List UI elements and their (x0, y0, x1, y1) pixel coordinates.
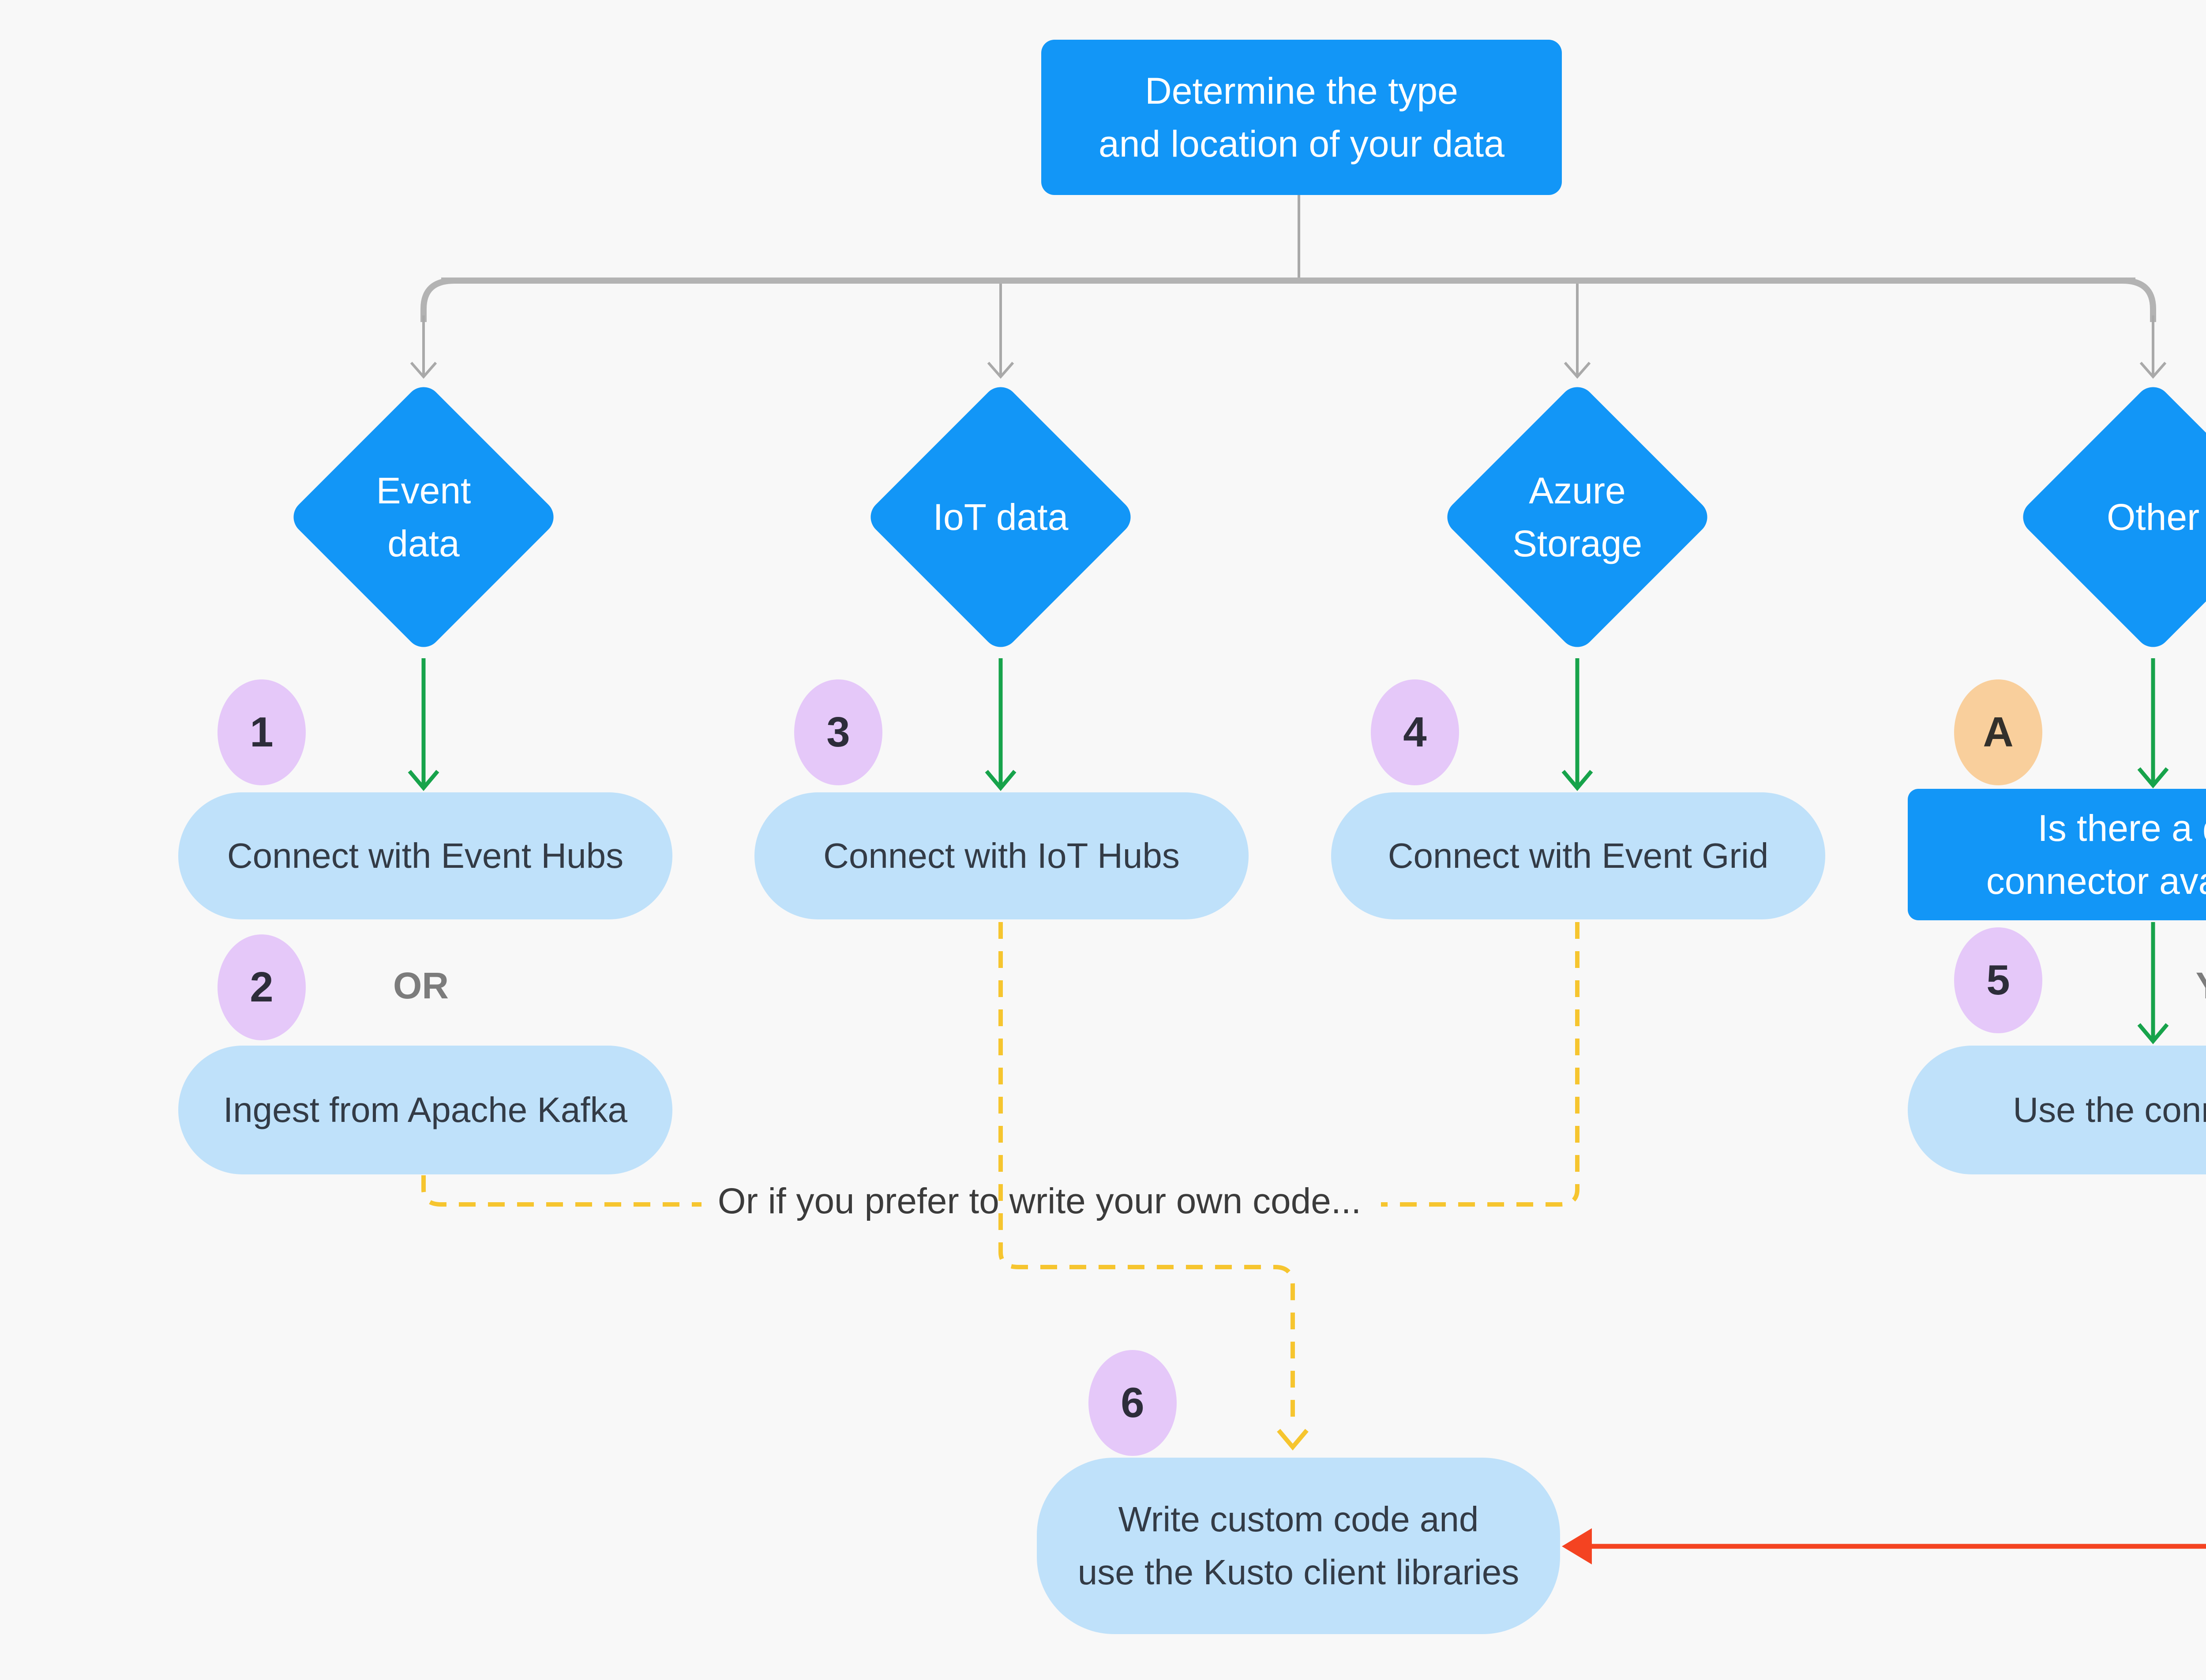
gray-arrowhead-3 (1564, 362, 1591, 379)
node-determine-type-line2: and location of your data (1099, 123, 1504, 165)
badge-step-a: A (1954, 679, 2042, 785)
red-arrowhead-custom-code (1562, 1528, 1592, 1564)
badge-step-5: 5 (1954, 927, 2042, 1033)
node-write-custom-code-line1: Write custom code and (1118, 1500, 1479, 1539)
green-arrowhead-yes (2137, 1023, 2169, 1044)
node-determine-type: Determine the type and location of your … (1041, 40, 1562, 195)
green-arrowhead-iot (985, 770, 1017, 791)
dashed-path-event-grid (1381, 922, 1579, 1207)
node-connect-iot-hubs: Connect with IoT Hubs (754, 792, 1249, 919)
diamond-azure-storage-label: Azure Storage (1445, 420, 1710, 614)
diamond-event-data-line1: Event (376, 470, 471, 511)
dashed-path-iot (998, 922, 1295, 1429)
red-path-no (1588, 1544, 2206, 1549)
node-write-custom-code: Write custom code and use the Kusto clie… (1037, 1458, 1560, 1634)
diamond-other-label: Other (2021, 420, 2206, 614)
edge-label-or: OR (393, 965, 449, 1006)
dashed-path-kafka (421, 1175, 702, 1207)
branch-curl-right (2122, 278, 2156, 322)
green-arrowhead-event (408, 770, 439, 791)
gray-arrowhead-4 (2139, 362, 2167, 379)
yellow-arrowhead-custom-code (1277, 1429, 1309, 1451)
diamond-event-data-label: Event data (291, 420, 556, 614)
node-determine-type-line1: Determine the type (1145, 70, 1458, 112)
gray-arrowhead-1 (410, 362, 437, 379)
diamond-iot-data-label: IoT data (868, 420, 1133, 614)
note-write-own-code: Or if you prefer to write your own code.… (717, 1181, 1362, 1221)
diamond-event-data-line2: data (387, 523, 460, 564)
node-ingest-kafka: Ingest from Apache Kafka (178, 1046, 672, 1174)
node-connector-question-line1: Is there a data (2037, 807, 2206, 849)
edge-label-yes: Yes (2139, 964, 2206, 1007)
diamond-iot-data-line1: IoT data (933, 496, 1069, 538)
badge-step-2: 2 (218, 934, 306, 1040)
node-write-custom-code-line2: use the Kusto client libraries (1077, 1552, 1519, 1592)
diamond-other-line1: Other (2106, 496, 2200, 538)
branch-curl-left (420, 278, 455, 322)
node-use-connector: Use the connector (1908, 1046, 2206, 1174)
node-connect-event-grid: Connect with Event Grid (1331, 792, 1825, 919)
badge-step-6: 6 (1088, 1350, 1177, 1456)
badge-step-1: 1 (218, 679, 306, 785)
node-connector-question: Is there a data connector available? (1908, 789, 2206, 920)
green-arrowhead-other (2137, 767, 2169, 788)
diamond-azure-storage-line2: Storage (1512, 523, 1643, 564)
gray-arrowhead-2 (987, 362, 1014, 379)
green-arrowhead-storage (1561, 770, 1593, 791)
badge-step-4: 4 (1371, 679, 1459, 785)
node-connector-question-line2: connector available? (1986, 860, 2206, 902)
diamond-azure-storage-line1: Azure (1529, 470, 1626, 511)
node-connect-event-hubs: Connect with Event Hubs (178, 792, 672, 919)
badge-step-3: 3 (794, 679, 882, 785)
